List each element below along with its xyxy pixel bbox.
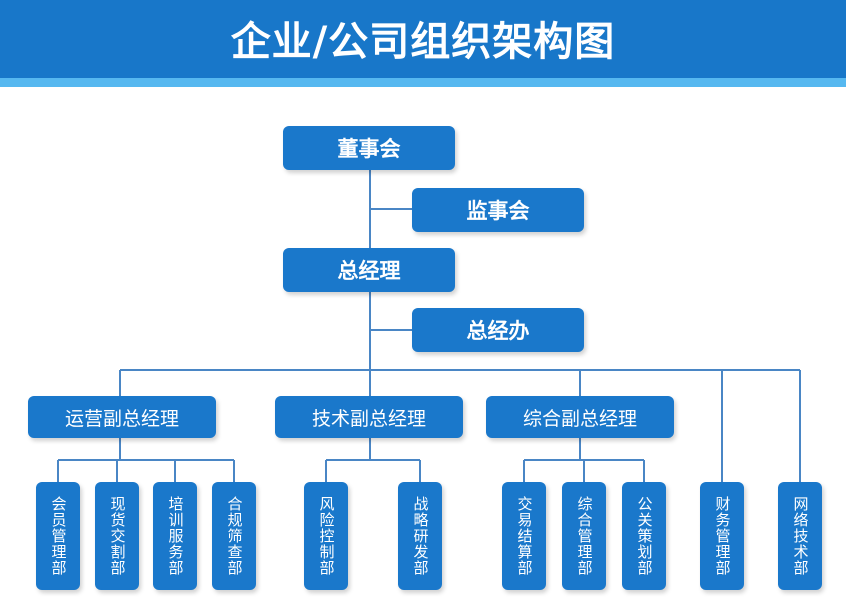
node-board: 董事会 [283, 126, 455, 170]
node-dept-network: 网络技术部 [778, 482, 822, 590]
node-vp-general: 综合副总经理 [486, 396, 674, 438]
node-dept-pr: 公关策划部 [622, 482, 666, 590]
page-title: 企业/公司组织架构图 [230, 19, 616, 65]
node-dept-settlement: 交易结算部 [502, 482, 546, 590]
node-dept-risk-control: 风险控制部 [304, 482, 348, 590]
node-dept-spot-delivery: 现货交割部 [95, 482, 139, 590]
node-vp-technology: 技术副总经理 [275, 396, 463, 438]
node-gm-office: 总经办 [412, 308, 584, 352]
node-dept-finance: 财务管理部 [700, 482, 744, 590]
node-dept-strategy: 战略研发部 [398, 482, 442, 590]
node-dept-admin: 综合管理部 [562, 482, 606, 590]
node-supervisory-board: 监事会 [412, 188, 584, 232]
header-stripe [0, 78, 846, 87]
node-general-manager: 总经理 [283, 248, 455, 292]
node-dept-compliance: 合规筛查部 [212, 482, 256, 590]
node-vp-operations: 运营副总经理 [28, 396, 216, 438]
node-dept-member: 会员管理部 [36, 482, 80, 590]
header-bar [0, 0, 846, 78]
node-dept-training: 培训服务部 [153, 482, 197, 590]
